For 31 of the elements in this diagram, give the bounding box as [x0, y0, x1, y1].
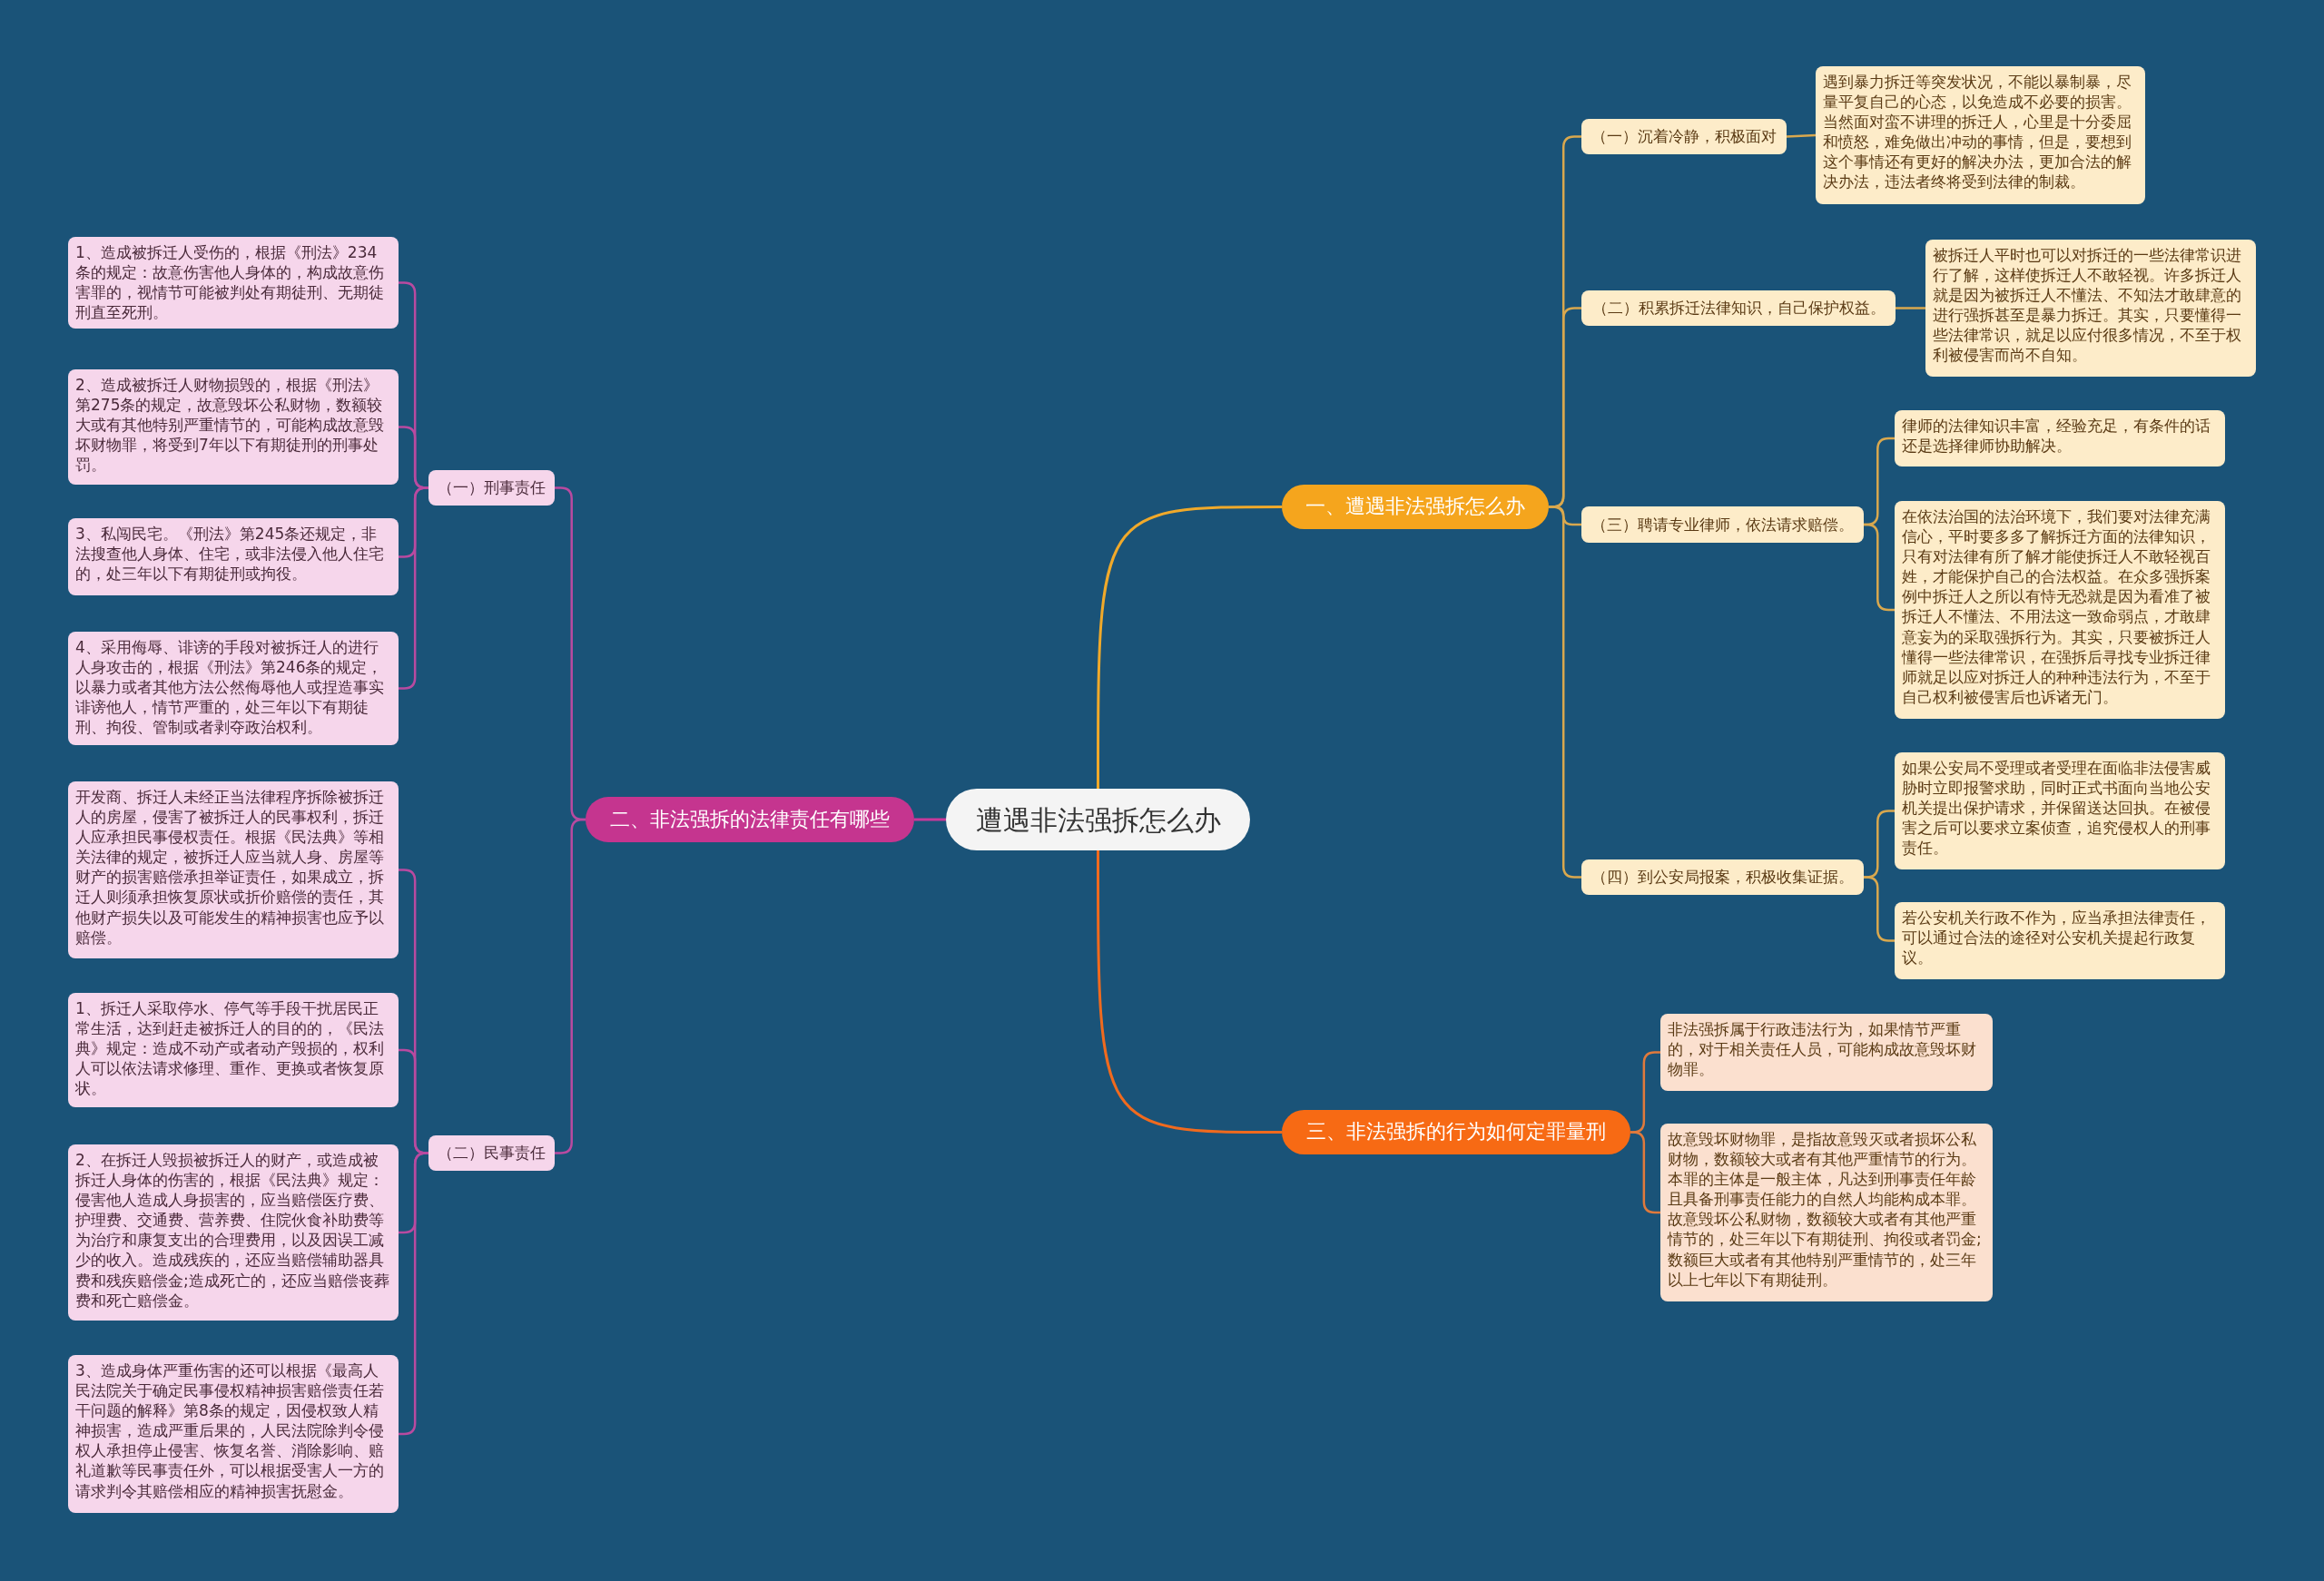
detail-box: 非法强拆属于行政违法行为，如果情节严重的，对于相关责任人员，可能构成故意毁坏财物罪。: [1660, 1014, 1993, 1091]
branch-topic: 二、非法强拆的法律责任有哪些: [586, 797, 914, 842]
detail-box: 故意毁坏财物罪，是指故意毁灭或者损坏公私财物，数额较大或者有其他严重情节的行为。本罪的主体是一般主体，凡达到刑事责任年龄且具备刑事责任能力的自然人均能构成本罪。故意毁坏公私财物，数额较大或者有其他严重情节的，处三年以下有期徒刑、拘役或者罚金;数额巨大或者有其他特别严重情节的，处三年以上七年以下有期徒刑。: [1660, 1124, 1993, 1301]
detail-box: 3、造成身体严重伤害的还可以根据《最高人民法院关于确定民事侵权精神损害赔偿责任若干问题的解释》第8条的规定，因侵权致人精神损害，造成严重后果的，人民法院除判令侵权人承担停止侵害、恢复名誉、消除影响、赔礼道歉等民事责任外，可以根据受害人一方的请求判令其赔偿相应的精神损害抚慰金。: [68, 1355, 399, 1513]
detail-box: 开发商、拆迁人未经正当法律程序拆除被拆迁人的房屋，侵害了被拆迁人的民事权利，拆迁人应承担民事侵权责任。根据《民法典》等相关法律的规定，被拆迁人应当就人身、房屋等财产的损害赔偿承担举证责任，如果成立，拆迁人则须承担恢复原状或折价赔偿的责任，其他财产损失以及可能发生的精神损害也应予以赔偿。: [68, 781, 399, 958]
connector-line: [914, 818, 946, 821]
detail-box: 被拆迁人平时也可以对拆迁的一些法律常识进行了解，这样使拆迁人不敢轻视。许多拆迁人就是因为被拆迁人不懂法、不知法才敢肆意的进行强拆甚至是暴力拆迁。其实，只要懂得一些法律常识，就足以应付很多情况，不至于权利被侵害而尚不自知。: [1925, 240, 2256, 377]
connector-line: [1786, 133, 1817, 138]
subtopic-box: （四）到公安局报案，积极收集证据。: [1581, 859, 1864, 895]
subtopic-box: （三）聘请专业律师，依法请求赔偿。: [1581, 506, 1864, 543]
subtopic-box: （一）沉着冷静，积极面对: [1581, 119, 1787, 154]
detail-box: 2、在拆迁人毁损被拆迁人的财产，或造成被拆迁人身体的伤害的，根据《民法典》规定：侵害他人造成人身损害的，应当赔偿医疗费、护理费、交通费、营养费、住院伙食补助费等为治疗和康复支出的合理费用，以及因误工减少的收入。造成残疾的，还应当赔偿辅助器具费和残疾赔偿金;造成死亡的，还应当赔偿丧葬费和死亡赔偿金。: [68, 1144, 399, 1321]
detail-box: 如果公安局不受理或者受理在面临非法侵害威胁时立即报警求助，同时正式书面向当地公安机关提出保护请求，并保留送达回执。在被侵害之后可以要求立案侦查，追究侵权人的刑事责任。: [1895, 752, 2225, 869]
detail-box: 若公安机关行政不作为，应当承担法律责任，可以通过合法的途径对公安机关提起行政复议。: [1895, 902, 2225, 979]
connector-line: [1896, 307, 1925, 309]
detail-box: 1、拆迁人采取停水、停气等手段干扰居民正常生活，达到赶走被拆迁人的目的的，《民法典》规定：造成不动产或者动产毁损的，权利人可以依法请求修理、重作、更换或者恢复原状。: [68, 993, 399, 1107]
central-topic: 遭遇非法强拆怎么办: [946, 789, 1250, 850]
branch-topic: 三、非法强拆的行为如何定罪量刑: [1282, 1110, 1630, 1154]
connector-line: [1097, 850, 1282, 1134]
detail-box: 2、造成被拆迁人财物损毁的，根据《刑法》第275条的规定，故意毁坏公私财物，数额较大或有其他特别严重情节的，可能构成故意毁坏财物罪，将受到7年以下有期徒刑的刑事处罚。: [68, 369, 399, 485]
detail-box: 1、造成被拆迁人受伤的，根据《刑法》234条的规定：故意伤害他人身体的，构成故意伤害罪的，视情节可能被判处有期徒刑、无期徒刑直至死刑。: [68, 237, 399, 329]
subtopic-box: （一）刑事责任: [428, 470, 555, 506]
branch-topic: 一、遭遇非法强拆怎么办: [1282, 485, 1549, 529]
detail-box: 遇到暴力拆迁等突发状况，不能以暴制暴，尽量平复自己的心态，以免造成不必要的损害。当然面对蛮不讲理的拆迁人，心里是十分委屈和愤怒，难免做出冲动的事情，但是，要想到这个事情还有更好的解决办法，更加合法的解决办法，违法者终将受到法律的制裁。: [1816, 66, 2145, 204]
subtopic-box: （二）民事责任: [428, 1135, 555, 1171]
connector-line: [1097, 506, 1282, 789]
detail-box: 在依法治国的法治环境下，我们要对法律充满信心，平时要多多了解拆迁方面的法律知识，只有对法律有所了解才能使拆迁人不敢轻视百姓，才能保护自己的合法权益。在众多强拆案例中拆迁人之所以有恃无恐就是因为看准了被拆迁人不懂法、不用法这一致命弱点，才敢肆意妄为的采取强拆行为。其实，只要被拆迁人懂得一些法律常识，在强拆后寻找专业拆迁律师就足以应对拆迁人的种种违法行为，不至于自己权利被侵害后也诉诸无门。: [1895, 501, 2225, 719]
detail-box: 4、采用侮辱、诽谤的手段对被拆迁人的进行人身攻击的，根据《刑法》第246条的规定，以暴力或者其他方法公然侮辱他人或捏造事实诽谤他人，情节严重的，处三年以下有期徒刑、拘役、管制或者剥夺政治权利。: [68, 632, 399, 745]
detail-box: 律师的法律知识丰富，经验充足，有条件的话还是选择律师协助解决。: [1895, 410, 2225, 466]
subtopic-box: （二）积累拆迁法律知识，自己保护权益。: [1581, 290, 1896, 326]
detail-box: 3、私闯民宅。《刑法》第245条还规定，非法搜查他人身体、住宅，或非法侵入他人住宅的，处三年以下有期徒刑或拘役。: [68, 518, 399, 595]
